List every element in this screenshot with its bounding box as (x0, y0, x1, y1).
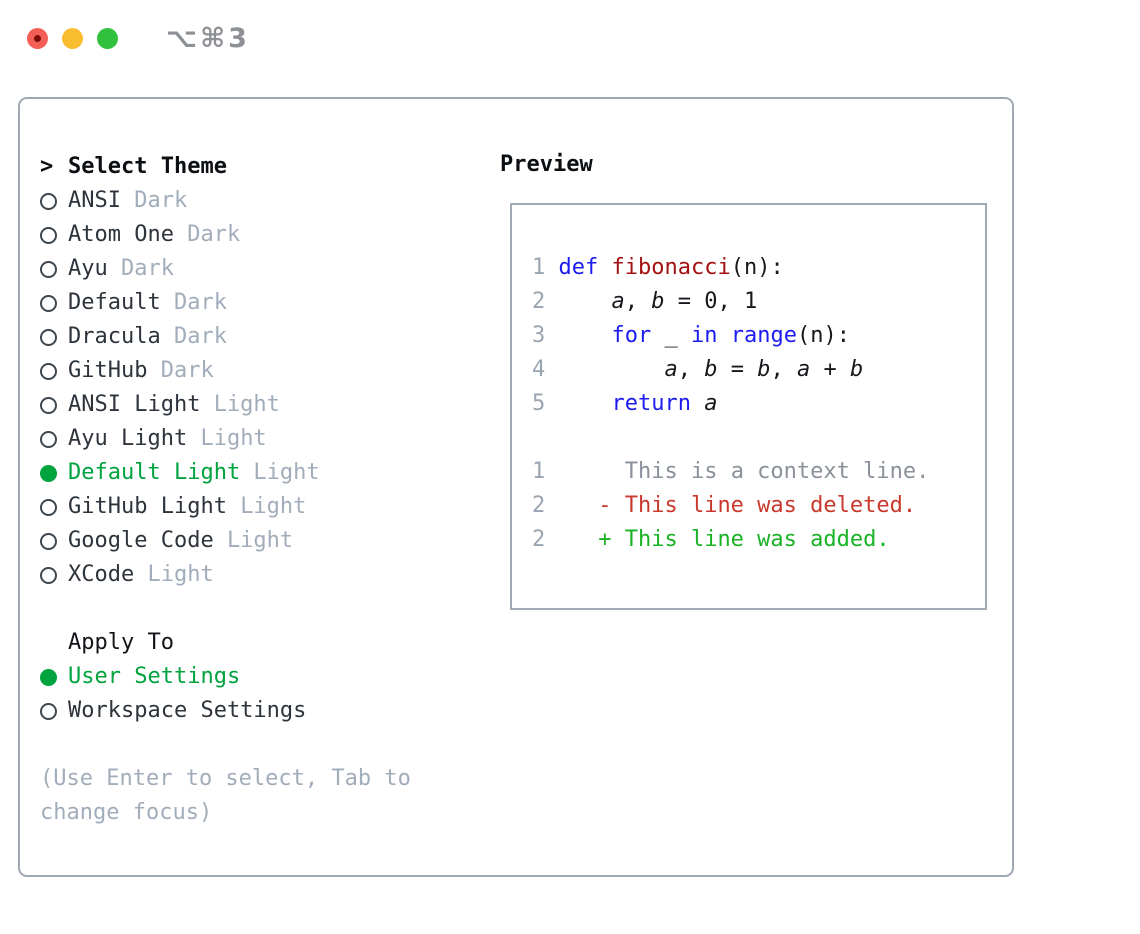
apply-option-label: Workspace Settings (68, 698, 307, 723)
theme-variant: Dark (120, 256, 174, 281)
window-title: ⌥⌘3 (166, 23, 250, 54)
radio-circle (40, 329, 57, 346)
theme-option-ayu-light[interactable]: Ayu Light Light (40, 422, 320, 456)
code-line: 2 a, b = 0, 1 (532, 289, 758, 314)
radio-unselected-icon (40, 354, 68, 388)
theme-option-default-light[interactable]: Default Light Light (40, 456, 320, 490)
radio-unselected-icon (40, 558, 68, 592)
theme-name: Ayu Light (68, 426, 188, 451)
diff-preview: 1 This is a context line. 2 - This line w… (532, 455, 929, 557)
theme-variant: Light (147, 562, 214, 587)
theme-option-dracula[interactable]: Dracula Dark (40, 320, 320, 354)
code-line: 3 for _ in range(n): (532, 323, 850, 348)
code-preview: 1 def fibonacci(n): 2 a, b = 0, 1 3 for _ … (532, 251, 929, 421)
theme-name: GitHub Light (68, 494, 227, 519)
theme-option-ansi-light[interactable]: ANSI Light Light (40, 388, 320, 422)
hint-text: (Use Enter to select, Tab to change focu… (40, 762, 411, 830)
close-button[interactable] (27, 28, 48, 49)
select-theme-title: Select Theme (68, 154, 227, 179)
radio-circle (40, 397, 57, 414)
radio-unselected-icon (40, 286, 68, 320)
code-line: 4 a, b = b, a + b (532, 357, 864, 382)
radio-circle (40, 193, 57, 210)
theme-variant: Dark (173, 290, 227, 315)
maximize-button[interactable] (97, 28, 118, 49)
theme-name: Default Light (68, 460, 241, 485)
theme-option-github-light[interactable]: GitHub Light Light (40, 490, 320, 524)
code-line: 5 return a (532, 391, 718, 416)
radio-unselected-icon (40, 524, 68, 558)
theme-variant: Light (253, 460, 320, 485)
minimize-button[interactable] (62, 28, 83, 49)
radio-unselected-icon (40, 320, 68, 354)
theme-name: ANSI (68, 188, 121, 213)
theme-option-github[interactable]: GitHub Dark (40, 354, 320, 388)
theme-name: Default (68, 290, 161, 315)
hint-line-2: change focus) (40, 800, 213, 825)
apply-to-indent (40, 626, 68, 660)
radio-circle (40, 363, 57, 380)
theme-variant: Light (240, 494, 307, 519)
cursor-prefix: > (40, 154, 54, 179)
theme-variant: Dark (173, 324, 227, 349)
radio-circle (40, 567, 57, 584)
radio-circle (40, 465, 57, 482)
theme-name: XCode (68, 562, 135, 587)
theme-option-google-code[interactable]: Google Code Light (40, 524, 320, 558)
theme-name: Ayu (68, 256, 108, 281)
radio-circle (40, 703, 57, 720)
radio-unselected-icon (40, 218, 68, 252)
hint-line-1: (Use Enter to select, Tab to (40, 766, 411, 791)
radio-circle (40, 431, 57, 448)
apply-option-user-settings[interactable]: User Settings (40, 660, 306, 694)
theme-variant: Dark (187, 222, 241, 247)
theme-name: Google Code (68, 528, 214, 553)
apply-option-workspace-settings[interactable]: Workspace Settings (40, 694, 306, 728)
theme-option-default[interactable]: Default Dark (40, 286, 320, 320)
apply-to-header: Apply To (40, 626, 306, 660)
theme-option-ayu[interactable]: Ayu Dark (40, 252, 320, 286)
radio-unselected-icon (40, 184, 68, 218)
theme-option-xcode[interactable]: XCode Light (40, 558, 320, 592)
radio-circle (40, 499, 57, 516)
theme-variant: Dark (134, 188, 188, 213)
radio-selected-icon (40, 660, 68, 694)
radio-circle (40, 227, 57, 244)
theme-option-atom-one[interactable]: Atom One Dark (40, 218, 320, 252)
theme-name: Dracula (68, 324, 161, 349)
theme-variant: Light (226, 528, 294, 553)
radio-unselected-icon (40, 694, 68, 728)
radio-unselected-icon (40, 422, 68, 456)
radio-unselected-icon (40, 490, 68, 524)
diff-line: 2 + This line was added. (532, 527, 890, 552)
preview-box: 1 def fibonacci(n): 2 a, b = 0, 1 3 for _ … (510, 203, 987, 610)
radio-circle (40, 669, 57, 686)
diff-line: 2 - This line was deleted. (532, 493, 917, 518)
code-line: 1 def fibonacci(n): (532, 255, 784, 280)
theme-variant: Light (213, 392, 280, 417)
select-theme-header: > Select Theme (40, 150, 320, 184)
radio-circle (40, 533, 57, 550)
theme-name: ANSI Light (68, 392, 201, 417)
preview-content: 1 def fibonacci(n): 2 a, b = 0, 1 3 for _ … (532, 251, 929, 557)
radio-selected-icon (40, 456, 68, 490)
radio-unselected-icon (40, 252, 68, 286)
radio-unselected-icon (40, 388, 68, 422)
theme-name: Atom One (68, 222, 174, 247)
theme-variant: Dark (160, 358, 214, 383)
radio-circle (40, 261, 57, 278)
diff-line: 1 This is a context line. (532, 459, 930, 484)
theme-variant: Light (200, 426, 267, 451)
apply-option-label: User Settings (68, 664, 241, 689)
apply-to-title: Apply To (68, 630, 174, 655)
theme-name: GitHub (68, 358, 148, 383)
theme-option-ansi[interactable]: ANSI Dark (40, 184, 320, 218)
preview-title: Preview (500, 152, 593, 177)
radio-circle (40, 295, 57, 312)
